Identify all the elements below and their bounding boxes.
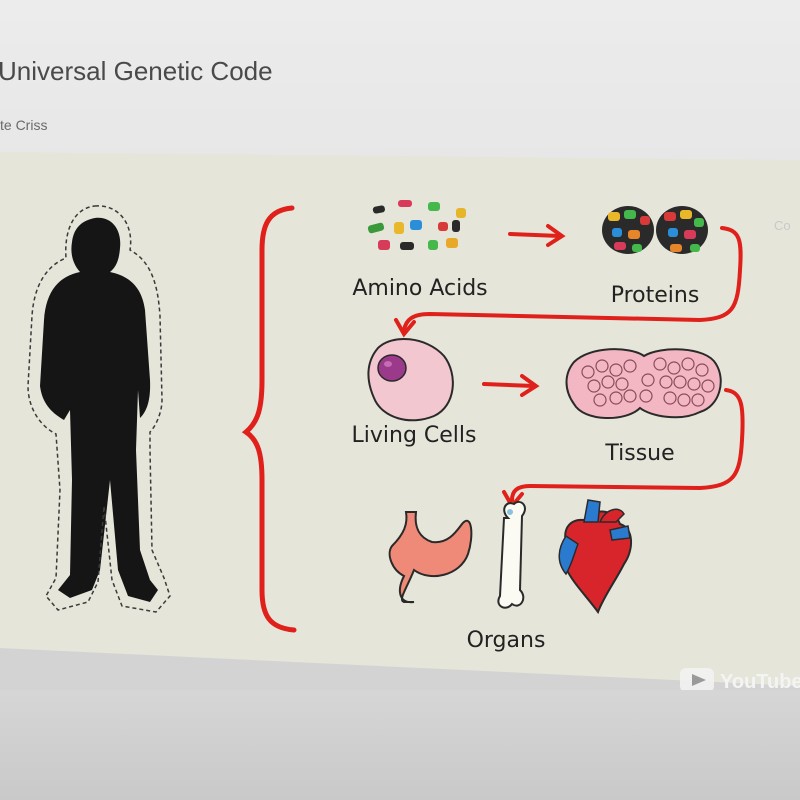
living-cells-label: Living Cells bbox=[352, 423, 477, 448]
youtube-label: YouTube bbox=[720, 671, 800, 693]
living-cell-icon bbox=[367, 337, 454, 422]
grouping-brace bbox=[241, 205, 297, 633]
heart-icon bbox=[558, 499, 632, 615]
tissue-label: Tissue bbox=[604, 441, 674, 466]
connector-arrow bbox=[510, 388, 745, 502]
amino-acids-label: Amino Acids bbox=[352, 276, 487, 301]
human-silhouette bbox=[27, 205, 171, 613]
arrow-icon bbox=[508, 224, 566, 247]
video-player[interactable]: Amino Acids bbox=[0, 150, 800, 710]
organs-label: Organs bbox=[467, 628, 546, 653]
stomach-icon bbox=[388, 511, 473, 604]
arrow-icon bbox=[482, 374, 540, 397]
amino-acids-icon bbox=[367, 200, 466, 250]
proteins-label: Proteins bbox=[611, 283, 700, 308]
screen-bottom-area bbox=[0, 690, 800, 800]
bone-icon bbox=[497, 500, 526, 609]
arrow-icon bbox=[394, 318, 416, 338]
page-title: Universal Genetic Code bbox=[0, 56, 273, 86]
video-frame: Amino Acids bbox=[0, 152, 800, 710]
corner-label: Co bbox=[774, 218, 791, 233]
youtube-logo[interactable]: YouTube bbox=[680, 668, 800, 693]
connector-arrow bbox=[402, 226, 743, 332]
proteins-icon bbox=[602, 206, 708, 254]
tissue-icon bbox=[565, 348, 722, 419]
author-name[interactable]: te Criss bbox=[0, 117, 48, 133]
